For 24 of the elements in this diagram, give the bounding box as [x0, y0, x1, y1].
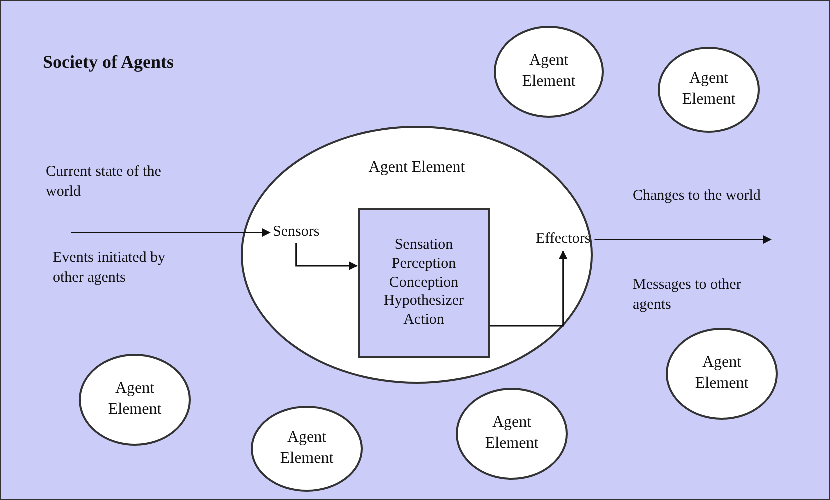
- text-label: Events initiated by other agents: [53, 249, 166, 288]
- text-label: Messages to other agents: [633, 276, 742, 314]
- node-label: Conception: [389, 274, 459, 292]
- node-label: Agent Element: [521, 51, 577, 92]
- arrow: [296, 244, 358, 270]
- text-label: Current state of the world: [46, 163, 162, 202]
- node-label: Action: [404, 311, 444, 330]
- node-label: Sensation: [394, 236, 454, 255]
- node-label: Perception: [392, 254, 456, 274]
- node-label: Agent Element: [368, 158, 466, 178]
- arrow: [594, 235, 772, 244]
- node-label: Agent Element: [107, 379, 163, 420]
- node-label: Effectors: [536, 230, 591, 250]
- diagram-title: Society of Agents: [43, 51, 174, 74]
- arrow: [490, 250, 568, 327]
- node-label: Agent Element: [484, 413, 540, 454]
- node-label: Sensors: [273, 223, 320, 242]
- node-label: Agent Element: [694, 353, 750, 394]
- node-label: Agent Element: [681, 69, 737, 110]
- node-label: Hypothesizer: [384, 292, 464, 312]
- process-box: [358, 208, 490, 358]
- text-label: Changes to the world: [633, 187, 762, 206]
- node-label: Agent Element: [279, 428, 335, 469]
- arrow: [71, 228, 271, 238]
